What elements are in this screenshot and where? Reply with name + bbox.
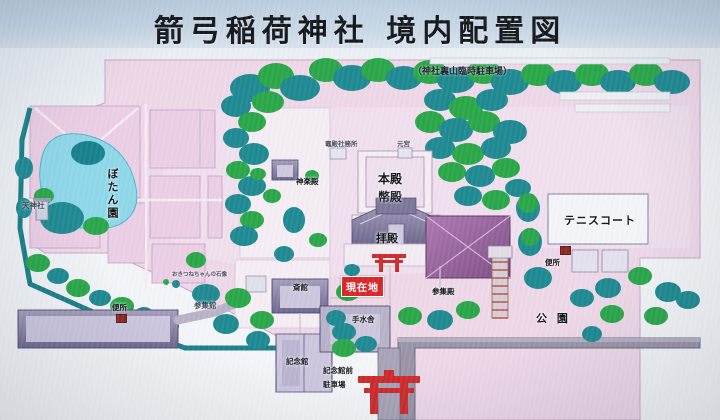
label-motomiya: 元宮 <box>397 140 410 148</box>
north-forest <box>221 58 690 246</box>
label-saikan: 斎館 <box>293 283 308 292</box>
main-hall-complex <box>343 150 449 267</box>
approach-path <box>377 347 401 420</box>
label-peony-garden: ぼたん園 <box>106 168 119 220</box>
label-sanshukan: 参集館 <box>194 301 217 310</box>
fox-statue-marker <box>163 279 180 288</box>
you-are-here-marker: 現在地 <box>341 276 384 297</box>
label-fox-statue: おきつねちゃんの石像 <box>172 272 228 278</box>
toilet-icon-west <box>116 314 127 323</box>
label-temporary-parking: （神社裏山臨時駐車場） <box>413 67 513 77</box>
map-vector-layer <box>15 57 701 420</box>
label-heiden: 幣殿 <box>378 190 403 204</box>
page-title: 箭弓稲荷神社 境内配置図 <box>153 14 567 49</box>
park-trees <box>516 193 700 342</box>
road-highlight <box>398 338 700 342</box>
stone-stairway <box>487 245 513 319</box>
label-kaguraden: 神楽殿 <box>296 177 319 186</box>
label-temizuya: 手水舎 <box>352 315 375 324</box>
label-kamadono-shamusho: 竈殿社務所 <box>325 140 358 148</box>
toilet-icon-east <box>560 246 571 255</box>
tenjinsha-building <box>33 198 51 221</box>
label-haiden: 拝殿 <box>376 232 398 245</box>
title-bar: 箭弓稲荷神社 境内配置図 <box>0 2 720 49</box>
label-tennis-court: テニスコート <box>564 214 636 227</box>
east-small-buildings <box>571 249 629 273</box>
label-kinenkan-parking-2: 駐車場 <box>323 380 346 389</box>
west-tree-line <box>17 107 300 351</box>
label-toilet-east: 便所 <box>545 258 560 267</box>
tennis-court-area <box>547 193 649 245</box>
torii-middle <box>372 254 406 272</box>
label-toilet-west: 便所 <box>112 303 127 312</box>
label-park: 公 園 <box>536 312 571 325</box>
label-sanshuden: 参集殿 <box>432 287 455 296</box>
saikan-building <box>245 275 329 314</box>
label-kinenkan: 記念館 <box>286 357 309 366</box>
north-small-buildings <box>329 147 413 160</box>
kaguraden-building <box>271 159 299 181</box>
precinct-map: （神社裏山臨時駐車場） 天神社 ぼたん園 便所 神楽殿 竈殿社務所 元宮 本殿 … <box>0 48 720 420</box>
board-sky-backdrop <box>0 0 720 48</box>
torii-front <box>358 370 420 414</box>
inner-trees <box>186 168 480 357</box>
label-honden: 本殿 <box>378 172 403 186</box>
pond <box>34 133 138 235</box>
label-tenjinsha: 天神社 <box>22 201 45 210</box>
temporary-parking-lot <box>429 57 671 113</box>
label-kinenkan-parking-1: 記念館前 <box>323 366 353 375</box>
